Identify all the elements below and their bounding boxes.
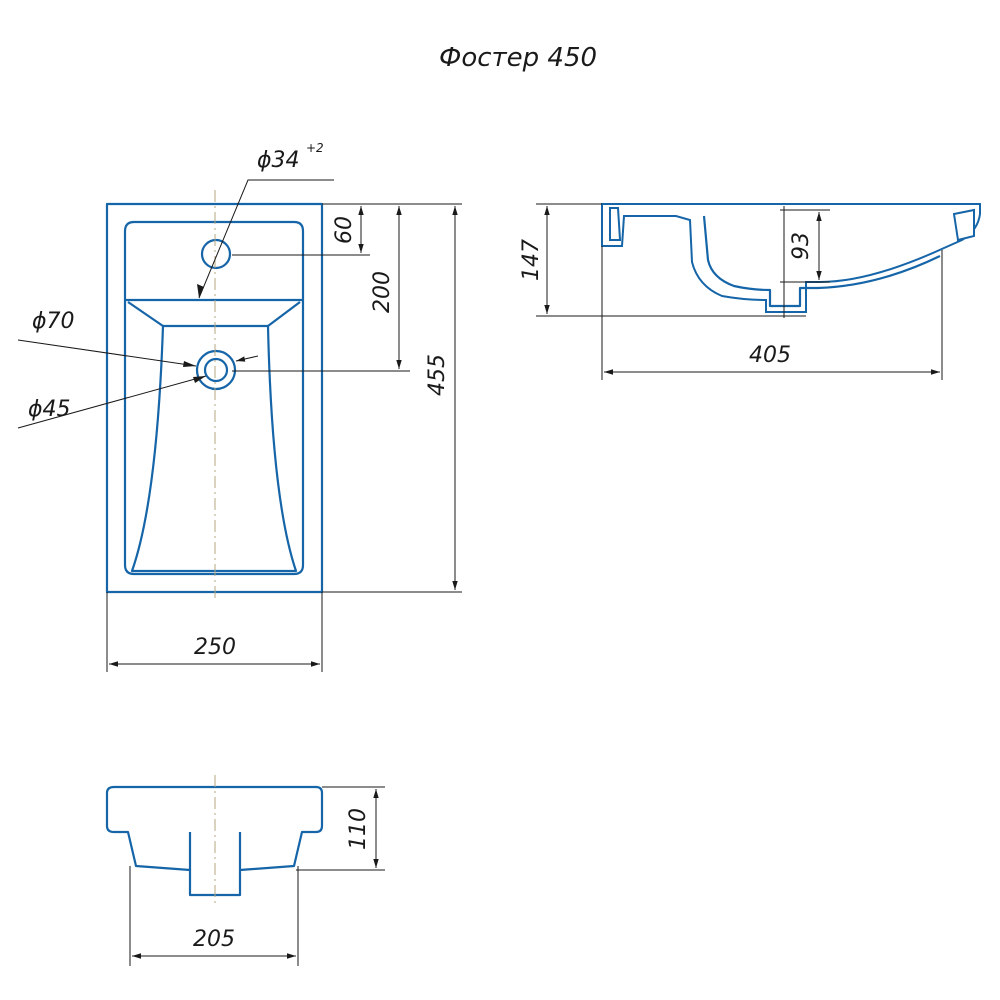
- top-view-corner-right: [267, 301, 301, 327]
- tap-hole: [200, 238, 232, 270]
- drain-inner-leader: [17, 375, 207, 429]
- top-view-basin-floor: [130, 324, 298, 573]
- side-section-view: [601, 203, 981, 318]
- front-view: [105, 775, 324, 905]
- dim-drain-offset: 200: [370, 271, 395, 313]
- drain-outer-label: ϕ70: [32, 309, 75, 334]
- dim-length: 455: [425, 354, 450, 396]
- top-view-corner-left: [127, 301, 164, 327]
- drain-inner-ring: [203, 357, 229, 383]
- dim-width: 250: [194, 635, 236, 660]
- front-view-dimensions: 110 205: [129, 786, 385, 966]
- dim-bottom-width: 205: [193, 927, 235, 952]
- side-view-dimensions: 147 93 405: [519, 203, 943, 380]
- front-view-profile: [105, 785, 324, 897]
- top-view-bowl-edge: [123, 220, 305, 576]
- dim-height-total: 147: [519, 239, 544, 281]
- dim-tap-offset: 60: [332, 216, 357, 244]
- side-section-bowl-inner: [702, 215, 941, 308]
- drawing-title: Фостер 450: [439, 43, 597, 73]
- dim-bowl-depth: 93: [789, 232, 814, 260]
- tap-hole-label: ϕ34: [257, 148, 300, 173]
- tap-hole-tolerance: +2: [306, 141, 324, 155]
- dim-front-height: 110: [346, 808, 371, 850]
- side-section-front-lip: [952, 208, 975, 242]
- dim-side-length: 405: [749, 343, 791, 368]
- tap-hole-leader: [198, 179, 334, 299]
- top-view-dimensions: ϕ34 +2 60 200 455 ϕ70 ϕ45 250: [17, 141, 462, 672]
- drain-outer-ring: [195, 349, 237, 391]
- drain-outer-leader-right: [235, 355, 259, 362]
- drain-inner-label: ϕ45: [28, 397, 71, 422]
- top-view: [105, 190, 324, 600]
- drain-outer-leader: [17, 339, 197, 367]
- side-section-inner: [609, 207, 622, 241]
